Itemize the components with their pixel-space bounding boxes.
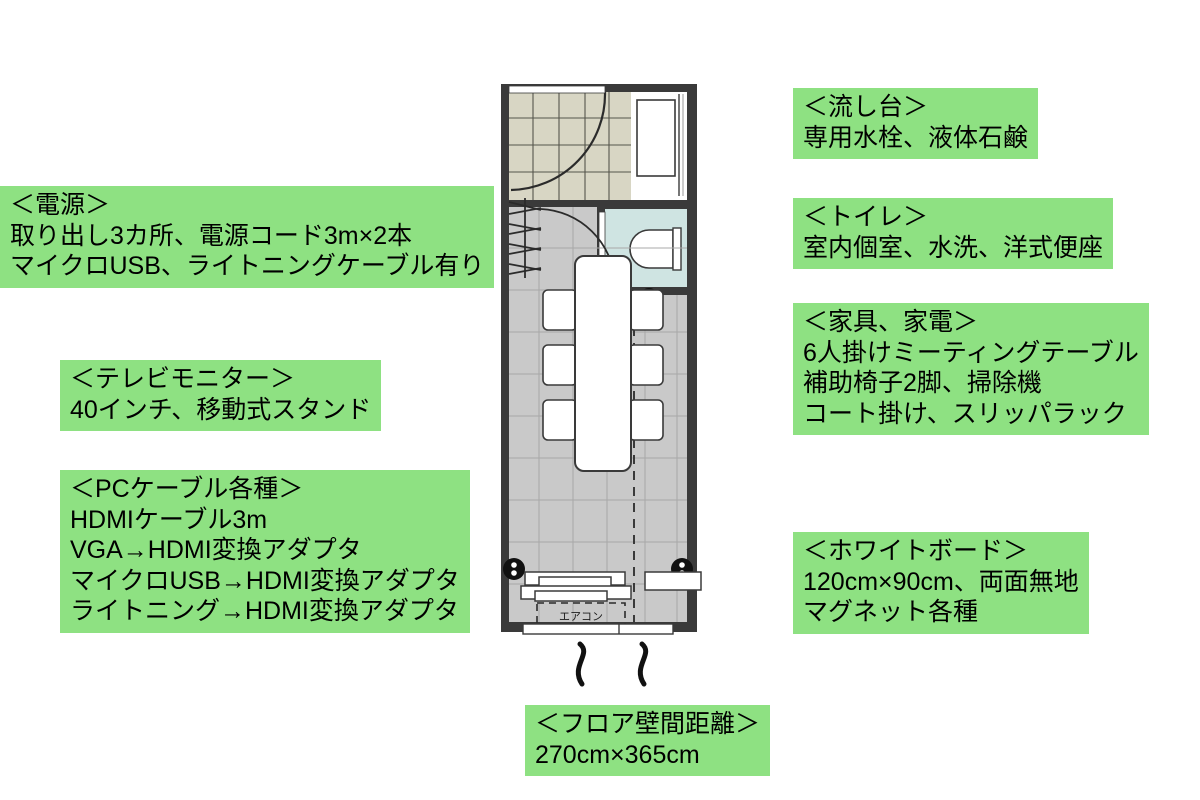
callout-floor-title: ＜フロア壁間距離＞ bbox=[535, 710, 761, 738]
callout-tv-title: ＜テレビモニター＞ bbox=[70, 365, 296, 393]
callout-pc-line2: VGA→HDMI変換アダプタ bbox=[70, 536, 362, 564]
interior-wall-top bbox=[509, 200, 631, 207]
callout-sink: ＜流し台＞ 専用水栓、液体石鹸 bbox=[793, 88, 1039, 159]
callout-floor-line1: 270cm×365cm bbox=[535, 740, 700, 769]
bottom-wall-opening bbox=[522, 623, 674, 635]
chairs-right bbox=[628, 289, 664, 441]
callout-floor-dimensions: ＜フロア壁間距離＞ 270cm×365cm bbox=[525, 705, 771, 776]
toilet-tank bbox=[672, 227, 682, 271]
chair bbox=[542, 289, 578, 331]
squiggle-left bbox=[575, 641, 587, 687]
entry-tile-grid bbox=[509, 92, 631, 200]
aircon-label: エアコン bbox=[559, 611, 603, 623]
callout-toilet-line1: 室内個室、水洗、洋式便座 bbox=[803, 233, 1104, 262]
chairs-left bbox=[542, 289, 578, 441]
break-line-squiggles bbox=[560, 640, 690, 690]
toilet-bowl bbox=[629, 229, 674, 269]
callout-power-title: ＜電源＞ bbox=[10, 191, 111, 219]
callout-furniture-title: ＜家具、家電＞ bbox=[803, 308, 979, 336]
chair bbox=[542, 344, 578, 386]
callout-whiteboard-title: ＜ホワイトボード＞ bbox=[803, 537, 1029, 565]
chair bbox=[542, 399, 578, 441]
callout-sink-line1: 専用水栓、液体石鹸 bbox=[803, 123, 1029, 152]
callout-power: ＜電源＞ 取り出し3カ所、電源コード3m×2本 マイクロUSB、ライトニングケー… bbox=[0, 186, 495, 288]
callout-toilet-title: ＜トイレ＞ bbox=[803, 203, 929, 231]
squiggle-right bbox=[637, 641, 649, 687]
callout-power-line1: 取り出し3カ所、電源コード3m×2本 bbox=[10, 221, 413, 250]
callout-pc-line3: マイクロUSB→HDMI変換アダプタ bbox=[70, 566, 460, 595]
callout-tv-line1: 40インチ、移動式スタンド bbox=[70, 395, 372, 424]
callout-sink-title: ＜流し台＞ bbox=[803, 93, 929, 121]
interior-wall-sink bbox=[631, 200, 697, 209]
folding-door bbox=[508, 198, 542, 278]
callout-pc-cables: ＜PCケーブル各種＞ HDMIケーブル3m VGA→HDMI変換アダプタ マイク… bbox=[60, 470, 470, 633]
sink-counter bbox=[636, 99, 676, 177]
entry-door-swing bbox=[510, 91, 607, 192]
callout-power-line2: マイクロUSB、ライトニングケーブル有り bbox=[10, 252, 485, 280]
tv-monitor-stand bbox=[644, 571, 702, 591]
callout-tv-monitor: ＜テレビモニター＞ 40インチ、移動式スタンド bbox=[60, 360, 382, 431]
callout-whiteboard: ＜ホワイトボード＞ 120cm×90cm、両面無地 マグネット各種 bbox=[793, 532, 1089, 634]
callout-pc-title: ＜PCケーブル各種＞ bbox=[70, 475, 304, 503]
entry-tiled-area bbox=[509, 92, 631, 200]
callout-pc-line4: ライトニング→HDMI変換アダプタ bbox=[70, 597, 459, 625]
callout-whiteboard-line2: マグネット各種 bbox=[803, 598, 979, 626]
outlet-west bbox=[503, 558, 525, 580]
chair bbox=[628, 344, 664, 386]
callout-pc-line1: HDMIケーブル3m bbox=[70, 505, 268, 534]
callout-whiteboard-line1: 120cm×90cm、両面無地 bbox=[803, 567, 1079, 596]
floor-plan-drawing: エアコン bbox=[497, 78, 709, 638]
chair bbox=[628, 399, 664, 441]
entry-threshold bbox=[508, 85, 606, 94]
callout-toilet: ＜トイレ＞ 室内個室、水洗、洋式便座 bbox=[793, 198, 1114, 269]
meeting-table bbox=[574, 255, 632, 472]
callout-furniture-line2: 補助椅子2脚、掃除機 bbox=[803, 369, 1042, 397]
chair bbox=[628, 289, 664, 331]
callout-furniture: ＜家具、家電＞ 6人掛けミーティングテーブル 補助椅子2脚、掃除機 コート掛け、… bbox=[793, 303, 1149, 435]
whiteboard bbox=[520, 571, 632, 602]
callout-furniture-line3: コート掛け、スリッパラック bbox=[803, 399, 1127, 428]
callout-furniture-line1: 6人掛けミーティングテーブル bbox=[803, 338, 1139, 367]
